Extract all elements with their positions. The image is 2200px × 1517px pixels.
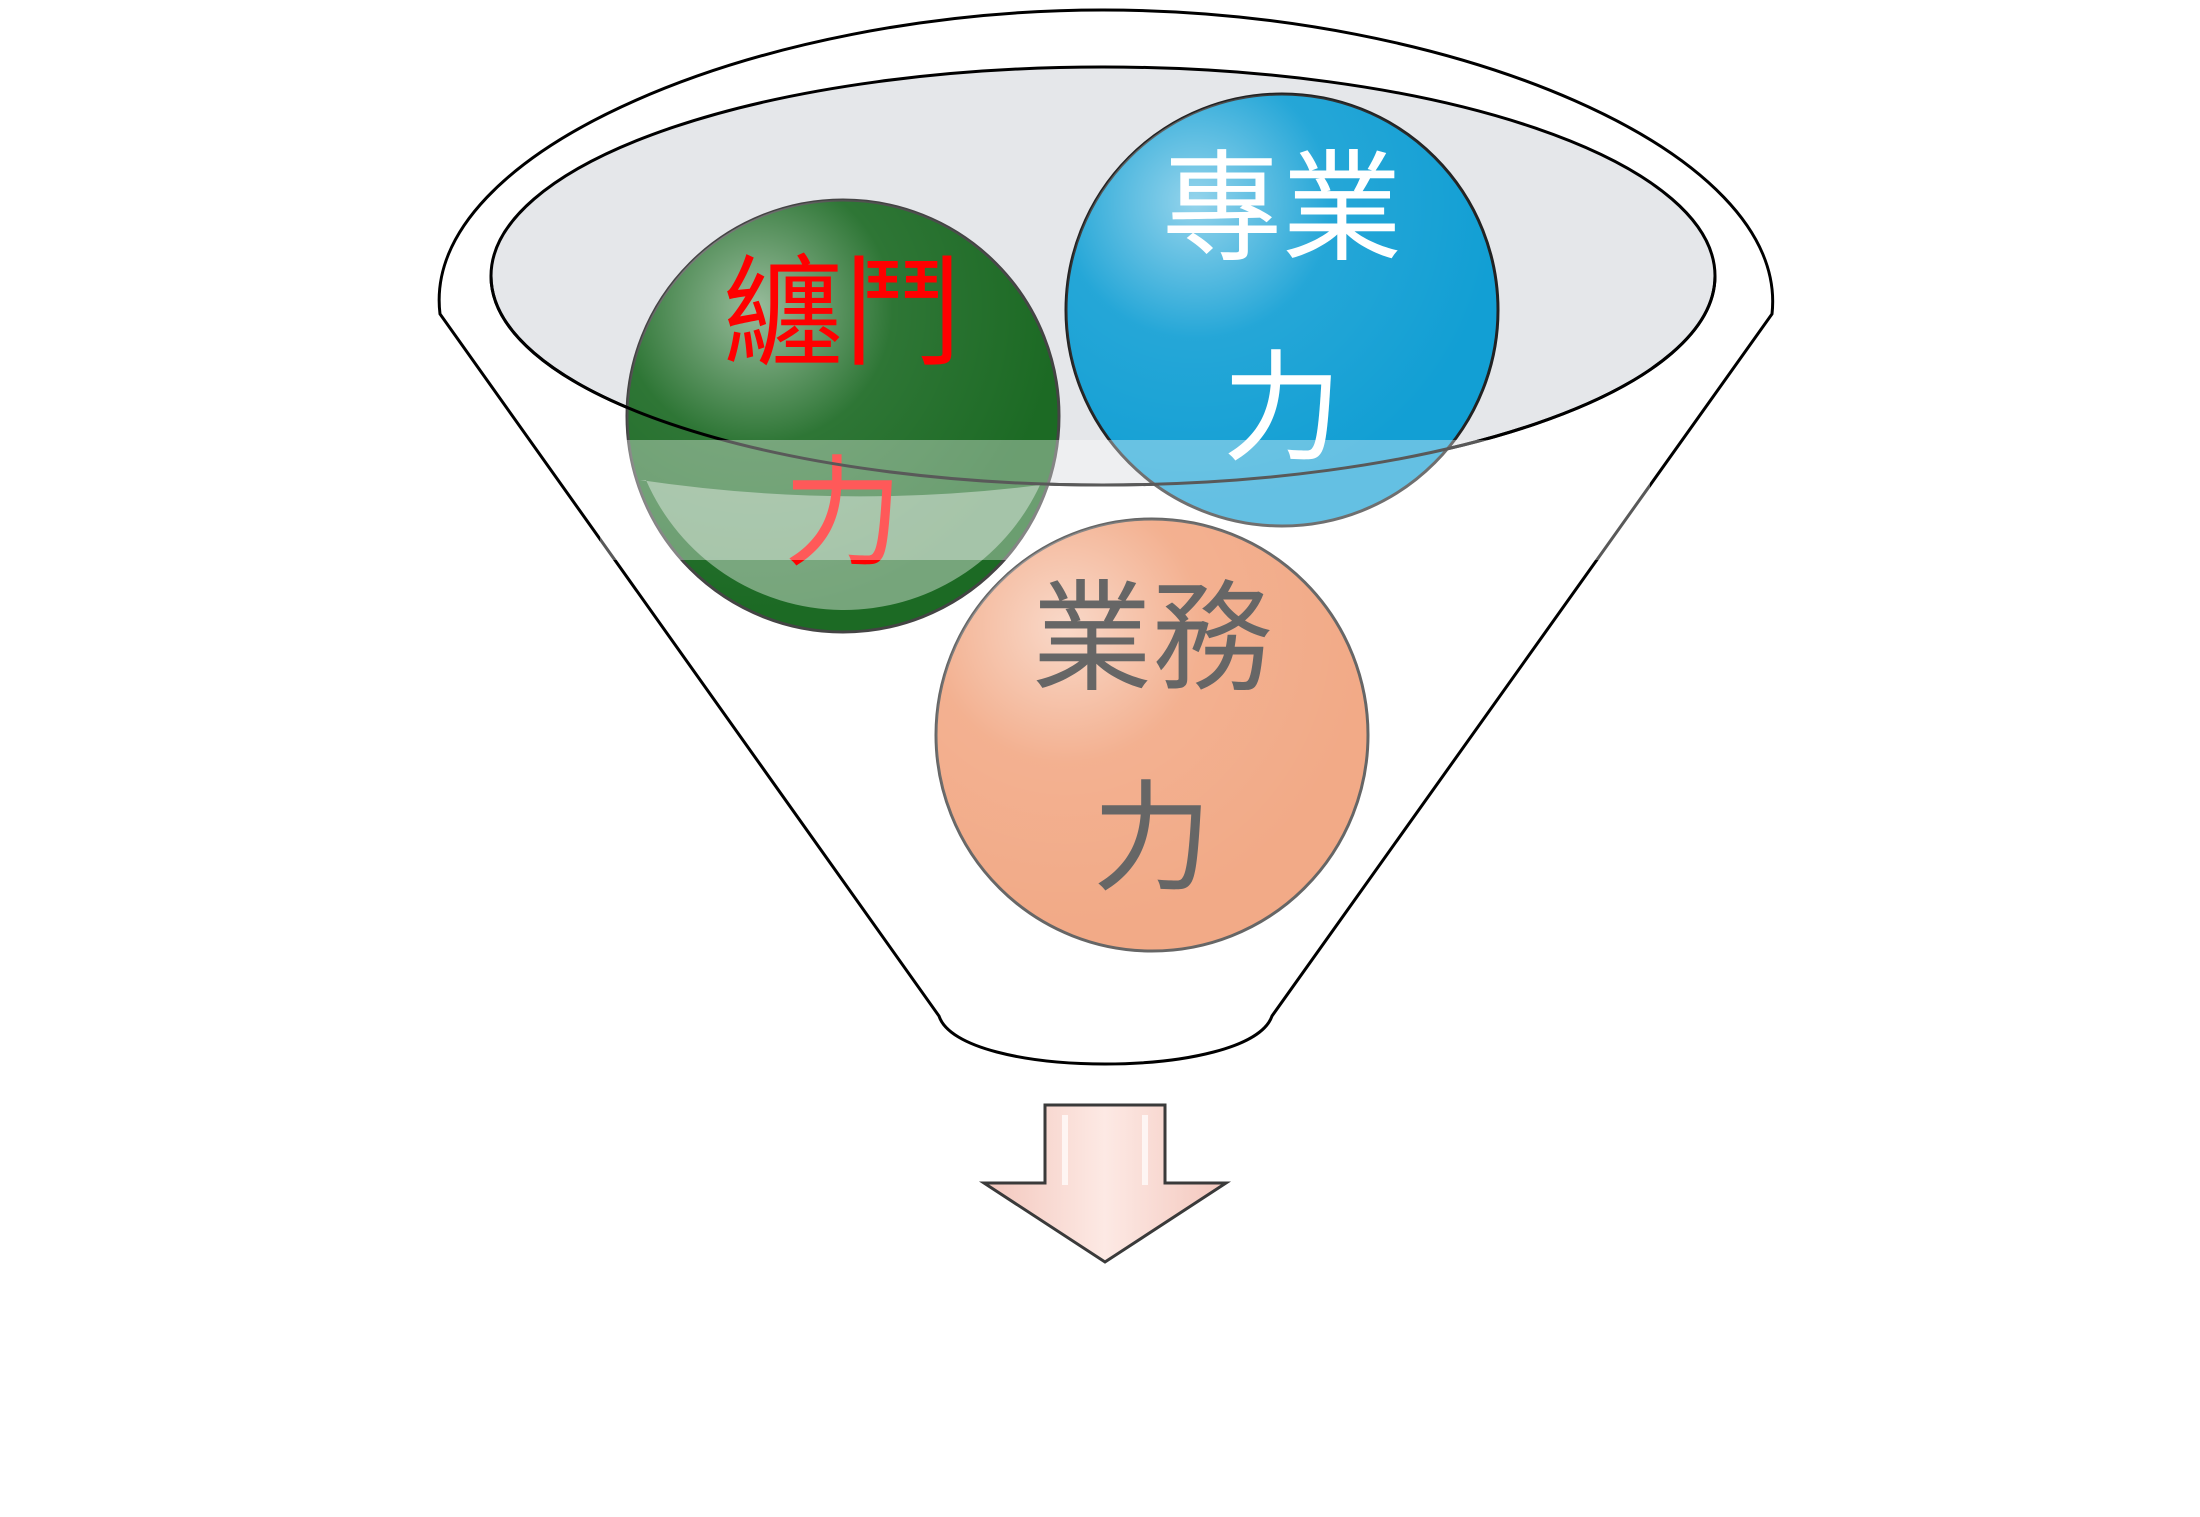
ball-chandou-line1: 纏鬥 xyxy=(723,245,963,384)
ball-yewu: 業務 力 xyxy=(934,517,1370,953)
ball-yewu-line2: 力 xyxy=(1092,770,1212,909)
down-arrow-icon xyxy=(978,1103,1232,1264)
ball-zhuanye: 專業 力 xyxy=(1064,92,1500,528)
ball-zhuanye-line2: 力 xyxy=(1222,340,1342,479)
ball-chandou-line2: 力 xyxy=(783,445,903,584)
ball-chandou: 纏鬥 力 xyxy=(625,198,1061,634)
ball-yewu-line1: 業務 xyxy=(1032,570,1272,709)
ball-chandou-lower-tint xyxy=(640,480,1040,610)
rim-front-edge xyxy=(489,275,1717,487)
ball-zhuanye-line1: 專業 xyxy=(1162,140,1402,279)
